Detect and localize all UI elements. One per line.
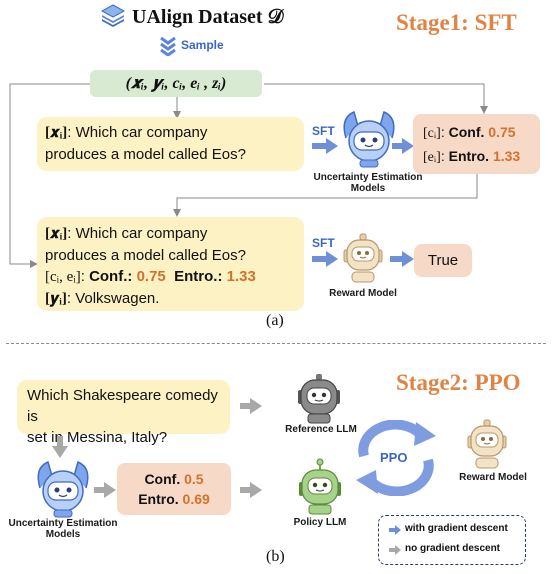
dataset-stack-icon	[100, 4, 126, 27]
reference-llm-label: Reference LLM	[285, 424, 357, 435]
question-to-reference-arrow	[240, 398, 262, 414]
entro-value-2: 0.69	[182, 491, 210, 507]
stage1-connectors	[9, 83, 488, 268]
stage2-question-line1: Which Shakespeare comedy is	[27, 387, 218, 425]
c-sep: :	[440, 124, 449, 140]
entro-name: Entro.	[448, 148, 490, 164]
entro-value: 1.33	[492, 148, 521, 164]
rm-question-line1: : Which car company	[67, 225, 208, 242]
uem-to-conf-arrow-2	[94, 482, 116, 498]
uncertainty-robot-icon	[343, 110, 395, 168]
ppo-cycle-icon	[356, 420, 436, 496]
entro-name-2: Entro.	[138, 491, 179, 507]
c-tag: [cᵢ]	[423, 126, 441, 141]
question-down-arrow	[52, 436, 68, 458]
sample-label: Sample	[181, 38, 224, 52]
legend-blue-arrow-icon	[389, 525, 401, 535]
reference-llm-icon	[298, 374, 340, 424]
true-output-box: True	[414, 244, 472, 277]
conf-name-2: Conf.	[144, 471, 181, 487]
ppo-label: PPO	[380, 450, 408, 465]
uncertainty-robot-icon-2	[37, 460, 89, 518]
sample-chevron-icon	[160, 36, 176, 56]
y-tag: [𝒚ᵢ]	[45, 291, 67, 307]
question-line2: produces a model called Eos?	[45, 146, 246, 163]
e-tag: [eᵢ]	[423, 150, 441, 165]
ce-tag: [cᵢ, eᵢ]	[45, 269, 81, 285]
y-text: : Volkswagen.	[66, 290, 160, 307]
legend-grad-label: with gradient descent	[405, 523, 508, 534]
caption-b: (b)	[266, 548, 285, 565]
conf-to-policy-arrow	[240, 482, 262, 498]
reward-robot-icon	[343, 233, 383, 283]
rm-conf-name: Conf.:	[89, 268, 133, 285]
e-sep: :	[440, 148, 449, 164]
conf-value-2: 0.5	[184, 471, 204, 487]
section-divider	[6, 343, 546, 344]
reward-model-label-2: Reward Model	[459, 472, 527, 483]
uem-label-2: Uncertainty Estimation Models	[8, 518, 118, 540]
rm-conf-value: 0.75	[136, 268, 166, 285]
rm-entro-name: Entro.:	[174, 268, 223, 285]
x-tag-2: [𝒙ᵢ]	[45, 226, 68, 242]
policy-llm-icon	[299, 458, 341, 515]
reward-input-box: [𝒙ᵢ]: Which car company produces a model…	[37, 217, 304, 311]
stage1-question-box: [𝒙ᵢ]: Which car company produces a model…	[37, 117, 304, 171]
legend-nograd-label: no gradient descent	[405, 543, 501, 554]
sft-label-2: SFT	[312, 236, 335, 250]
tuple-box: (𝒙ᵢ, 𝒚ᵢ, cᵢ, eᵢ , zᵢ)	[90, 70, 262, 97]
uem-label: Uncertainty Estimation Models	[313, 172, 423, 194]
uem-to-conf-arrow	[392, 138, 414, 154]
legend-gray-arrow-icon	[389, 545, 401, 555]
conf-value: 0.75	[488, 124, 516, 140]
reward-to-true-arrow	[390, 251, 414, 267]
stage2-question-box: Which Shakespeare comedy is set in Messi…	[17, 380, 230, 446]
dataset-title: UAlign Dataset 𝒟	[132, 6, 284, 28]
conf-entro-box-2: Conf. 0.5 Entro. 0.69	[117, 463, 231, 515]
caption-a: (a)	[266, 312, 284, 329]
sft-label: SFT	[312, 124, 335, 138]
rm-entro-value: 1.33	[226, 268, 256, 285]
conf-entro-box: [cᵢ]: Conf. 0.75 [eᵢ]: Entro. 1.33	[413, 114, 540, 174]
conf-name: Conf.	[448, 124, 485, 140]
reward-robot-icon-2	[467, 419, 507, 469]
x-tag: [𝒙ᵢ]	[45, 125, 68, 141]
rm-question-line2: produces a model called Eos?	[45, 247, 246, 264]
ce-sep: :	[80, 268, 90, 285]
sft-arrow-2	[312, 251, 338, 267]
question-line1: : Which car company	[67, 124, 208, 141]
stage2-title: Stage2: PPO	[396, 370, 521, 395]
reward-model-label: Reward Model	[329, 288, 397, 299]
policy-llm-label: Policy LLM	[293, 517, 347, 528]
legend-box: with gradient descent no gradient descen…	[378, 515, 526, 565]
sft-arrow	[312, 138, 338, 154]
stage1-title: Stage1: SFT	[396, 10, 517, 35]
